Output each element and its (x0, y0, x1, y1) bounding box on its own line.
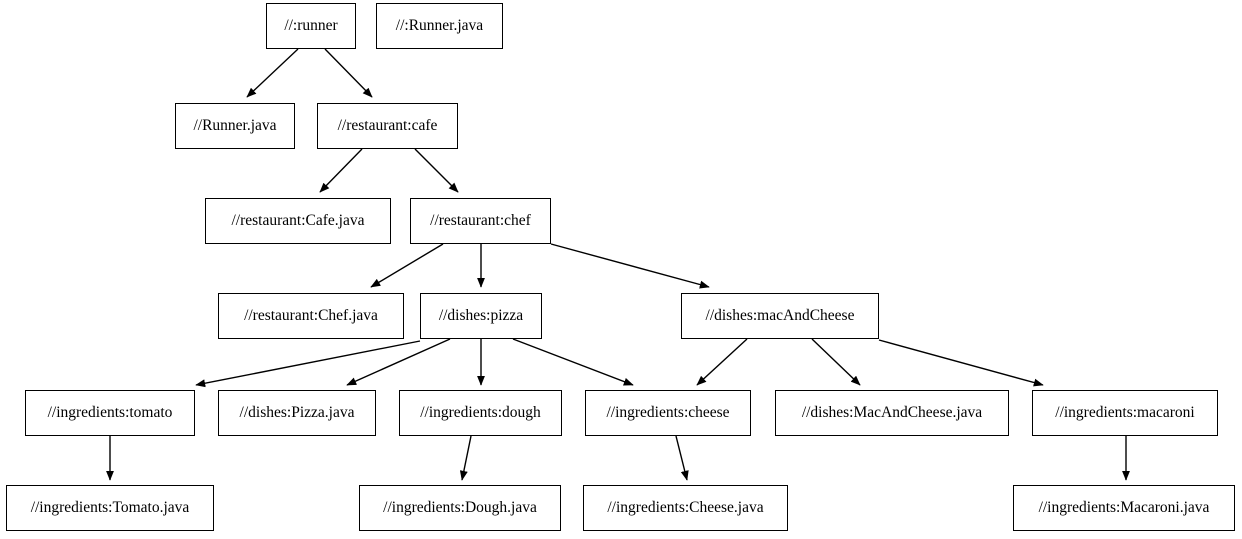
graph-node-dishes_pizza_java[interactable]: //dishes:Pizza.java (218, 390, 376, 436)
graph-node-label: //dishes:pizza (438, 307, 524, 325)
graph-edge (319, 148, 363, 193)
graph-node-label: //ingredients:Tomato.java (30, 499, 190, 517)
graph-node-ingredients_tomato[interactable]: //ingredients:tomato (25, 390, 195, 436)
graph-node-ingredients_dough_java[interactable]: //ingredients:Dough.java (359, 485, 561, 531)
graph-node-runner_java_root[interactable]: //:Runner.java (376, 3, 503, 49)
graph-edge (878, 339, 1044, 387)
graph-node-label: //ingredients:Macaroni.java (1038, 499, 1210, 517)
graph-node-label: //ingredients:dough (420, 404, 541, 422)
graph-edge (459, 435, 472, 481)
graph-node-label: //ingredients:cheese (606, 404, 730, 422)
graph-node-restaurant_cafe_java[interactable]: //restaurant:Cafe.java (205, 198, 391, 244)
graph-node-label: //restaurant:cafe (337, 117, 438, 135)
graph-node-ingredients_macaroni[interactable]: //ingredients:macaroni (1032, 390, 1218, 436)
graph-edge (195, 340, 421, 388)
graph-node-dishes_macandcheese_java[interactable]: //dishes:MacAndCheese.java (775, 390, 1009, 436)
graph-node-ingredients_cheese[interactable]: //ingredients:cheese (585, 390, 751, 436)
graph-node-restaurant_chef_java[interactable]: //restaurant:Chef.java (218, 293, 404, 339)
graph-node-label: //Runner.java (193, 117, 277, 135)
graph-node-label: //restaurant:Cafe.java (231, 212, 365, 230)
graph-node-label: //:runner (284, 17, 338, 35)
graph-node-label: //dishes:Pizza.java (239, 404, 355, 422)
graph-node-runner_java[interactable]: //Runner.java (175, 103, 295, 149)
graph-edge (414, 148, 459, 193)
graph-node-ingredients_tomato_java[interactable]: //ingredients:Tomato.java (6, 485, 214, 531)
graph-edge (512, 338, 634, 386)
graph-edge (811, 338, 861, 386)
graph-node-label: //dishes:MacAndCheese.java (801, 404, 983, 422)
graph-node-ingredients_dough[interactable]: //ingredients:dough (399, 390, 562, 436)
graph-edge (675, 435, 689, 481)
graph-edge (246, 48, 299, 98)
graph-edge (324, 48, 373, 98)
graph-node-label: //restaurant:chef (430, 212, 531, 230)
graph-node-label: //ingredients:macaroni (1055, 404, 1195, 422)
graph-edge (346, 338, 451, 386)
graph-node-runner[interactable]: //:runner (266, 3, 356, 49)
graph-node-dishes_pizza[interactable]: //dishes:pizza (420, 293, 542, 339)
graph-node-label: //ingredients:Dough.java (383, 499, 537, 517)
graph-node-label: //ingredients:tomato (47, 404, 173, 422)
graph-node-label: //dishes:macAndCheese (705, 307, 855, 325)
graph-edge (696, 338, 748, 386)
graph-node-label: //ingredients:Cheese.java (607, 499, 764, 517)
graph-edge (370, 243, 444, 288)
graph-node-label: //restaurant:Chef.java (244, 307, 378, 325)
graph-edge (550, 243, 710, 289)
graph-node-dishes_macandcheese[interactable]: //dishes:macAndCheese (681, 293, 879, 339)
graph-node-label: //:Runner.java (395, 17, 484, 35)
graph-node-ingredients_cheese_java[interactable]: //ingredients:Cheese.java (583, 485, 788, 531)
graph-node-restaurant_cafe[interactable]: //restaurant:cafe (317, 103, 458, 149)
graph-node-ingredients_macaroni_java[interactable]: //ingredients:Macaroni.java (1013, 485, 1235, 531)
graph-node-restaurant_chef[interactable]: //restaurant:chef (410, 198, 551, 244)
